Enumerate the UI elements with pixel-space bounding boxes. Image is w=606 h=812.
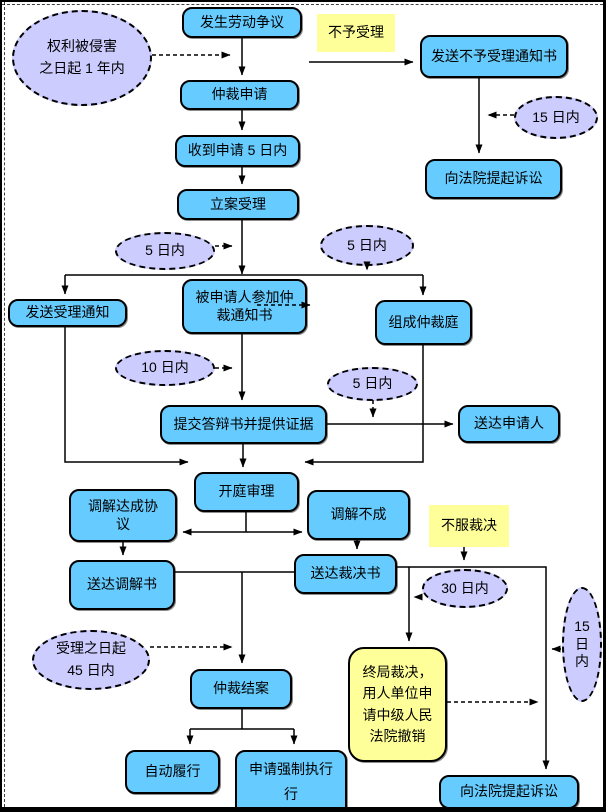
label-line: 终局裁决， — [362, 663, 433, 680]
label-line: 强制执行 — [263, 807, 319, 812]
node-form-tribunal: 组成仲裁庭 — [375, 300, 472, 345]
node-arbitration-closed: 仲裁结案 — [190, 669, 292, 709]
label-line: 用人单位申 — [362, 685, 433, 701]
label-line: 请中级人民 — [362, 706, 433, 723]
ellipse-5-days-right: 5 日内 — [320, 225, 414, 266]
node-dispute-occurs: 发生劳动争议 — [182, 7, 302, 38]
node-court-hearing: 开庭审理 — [194, 472, 299, 512]
ellipse-rights-infringed: 权利被侵害 之日起 1 年内 — [12, 10, 152, 106]
node-respondent-notice: 被申请人参加仲 裁通知书 — [182, 279, 307, 334]
node-submit-defense: 提交答辩书并提供证据 — [160, 405, 327, 444]
label-line: 之日起 1 年内 — [39, 60, 125, 76]
inner-dashed-border-left — [4, 2, 5, 807]
ellipse-30-days: 30 日内 — [422, 569, 508, 608]
label-line: 裁通知书 — [216, 306, 273, 323]
node-mediation-agreement: 调解达成协 议 — [69, 489, 177, 542]
ellipse-10-days: 10 日内 — [115, 350, 215, 386]
ellipse-5-days-left: 5 日内 — [115, 232, 215, 270]
inner-dashed-border-top — [2, 4, 603, 5]
label-line: 被申请人参加仲 — [195, 289, 294, 305]
node-mediation-failed: 调解不成 — [307, 490, 410, 540]
label-line: 受理之日起 — [56, 640, 126, 657]
ellipse-45-days: 受理之日起 45 日内 — [32, 630, 150, 690]
node-serve-mediation-doc: 送达调解书 — [69, 560, 175, 610]
ellipse-15-days-right: 15 日 内 — [562, 587, 602, 702]
node-case-filing: 立案受理 — [177, 189, 299, 220]
node-final-award-revoke: 终局裁决， 用人单位申 请中级人民 法院撤销 — [348, 647, 447, 762]
label-line: 申请强制执行 — [249, 761, 333, 777]
node-arbitration-application: 仲裁申请 — [180, 80, 299, 110]
label-refuse-award: 不服裁决 — [429, 505, 509, 547]
node-send-acceptance-notice: 发送受理通知 — [8, 299, 127, 327]
label-line: 45 日内 — [67, 662, 115, 678]
ellipse-15-days-top: 15 日内 — [514, 96, 598, 139]
node-compulsory-enforcement: 申请强制执行 行 强制执行 — [235, 750, 347, 812]
node-serve-award-doc: 送达裁决书 — [294, 554, 397, 594]
ellipse-5-days-mid: 5 日内 — [327, 367, 418, 401]
label-line: 权利被侵害 — [47, 38, 117, 55]
node-sue-court-top: 向法院提起诉讼 — [425, 159, 562, 199]
label-line: 内 — [575, 653, 589, 670]
arrow-tribunal-to-hearing — [304, 345, 424, 466]
node-serve-applicant: 送达申请人 — [458, 405, 560, 443]
label-line: 调解达成协 — [88, 498, 158, 514]
label-line: 议 — [116, 515, 130, 532]
label-line: 日 — [575, 635, 589, 652]
node-receive-application: 收到申请 5 日内 — [175, 135, 300, 167]
node-voluntary-performance: 自动履行 — [125, 750, 220, 794]
label-not-accepted: 不予受理 — [317, 14, 395, 52]
node-sue-court-bottom: 向法院提起诉讼 — [439, 775, 579, 807]
label-line: 行 — [284, 786, 298, 802]
label-line: 法院撤销 — [369, 728, 426, 744]
label-line: 15 — [574, 618, 590, 635]
node-send-rejection-notice: 发送不予受理通知书 — [420, 35, 568, 78]
